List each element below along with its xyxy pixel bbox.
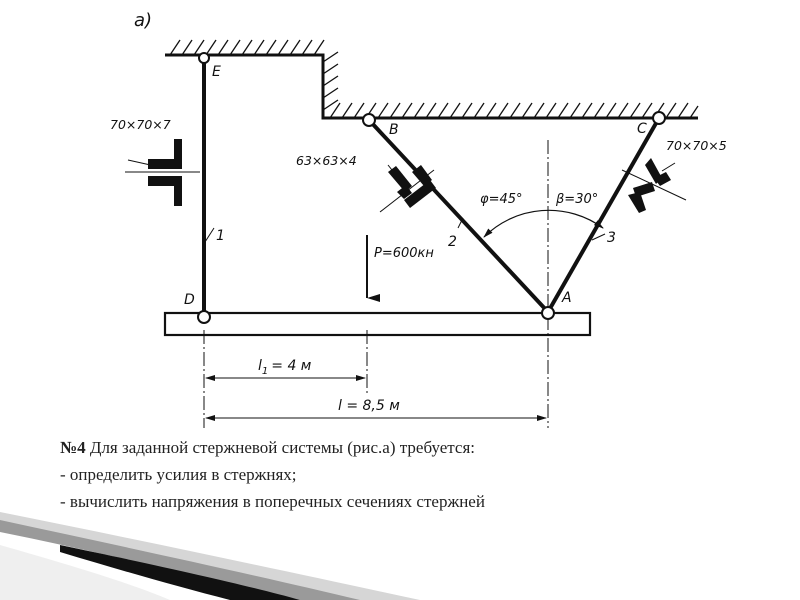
rod-system-diagram: а) — [110, 10, 727, 428]
section-symbol-rod-3 — [621, 158, 687, 213]
label-b: B — [389, 122, 399, 138]
angle-phi-label: φ=45° — [480, 192, 523, 207]
label-d: D — [184, 292, 195, 308]
label-a: A — [561, 290, 572, 306]
load-label: P=600кн — [374, 246, 434, 261]
rigid-beam — [163, 311, 592, 337]
hinge-c — [652, 111, 666, 125]
rod-2 — [367, 118, 550, 314]
dimension-l1-label: l1= 4 м — [258, 358, 312, 377]
task-text: №4 Для заданной стержневой системы (рис.… — [60, 434, 760, 515]
task-number: №4 — [60, 438, 86, 457]
section-label-rod-3: 70×70×5 — [666, 138, 727, 153]
section-symbol-rod-1 — [125, 139, 200, 206]
fixed-support — [165, 39, 699, 120]
label-e: E — [212, 64, 221, 80]
dimension-l-label: l = 8,5 м — [338, 398, 400, 414]
rod-3-number: 3 — [607, 230, 616, 246]
hinge-a — [541, 306, 555, 320]
task-item-1: - определить усилия в стержнях; — [60, 465, 297, 484]
figure-label: а) — [134, 10, 152, 31]
rod-2-number: 2 — [448, 234, 457, 250]
section-symbol-rod-2 — [379, 164, 436, 213]
task-intro: Для заданной стержневой системы (рис.а) … — [85, 438, 475, 457]
angle-arc — [483, 209, 604, 238]
section-label-rod-1: 70×70×7 — [110, 117, 171, 132]
angle-beta-label: β=30° — [555, 192, 598, 207]
task-item-2: - вычислить напряжения в поперечных сече… — [60, 492, 485, 511]
task-title: №4 Для заданной стержневой системы (рис.… — [60, 434, 760, 461]
slide-corner-decoration — [0, 512, 420, 600]
rod-3 — [546, 117, 661, 313]
hinge-b — [362, 113, 376, 127]
rod-1-number: 1 — [216, 228, 225, 244]
hinge-d — [197, 310, 211, 324]
hinge-e — [198, 52, 210, 64]
label-c: C — [637, 121, 647, 137]
section-label-rod-2: 63×63×4 — [296, 153, 357, 168]
centerlines — [203, 140, 549, 428]
